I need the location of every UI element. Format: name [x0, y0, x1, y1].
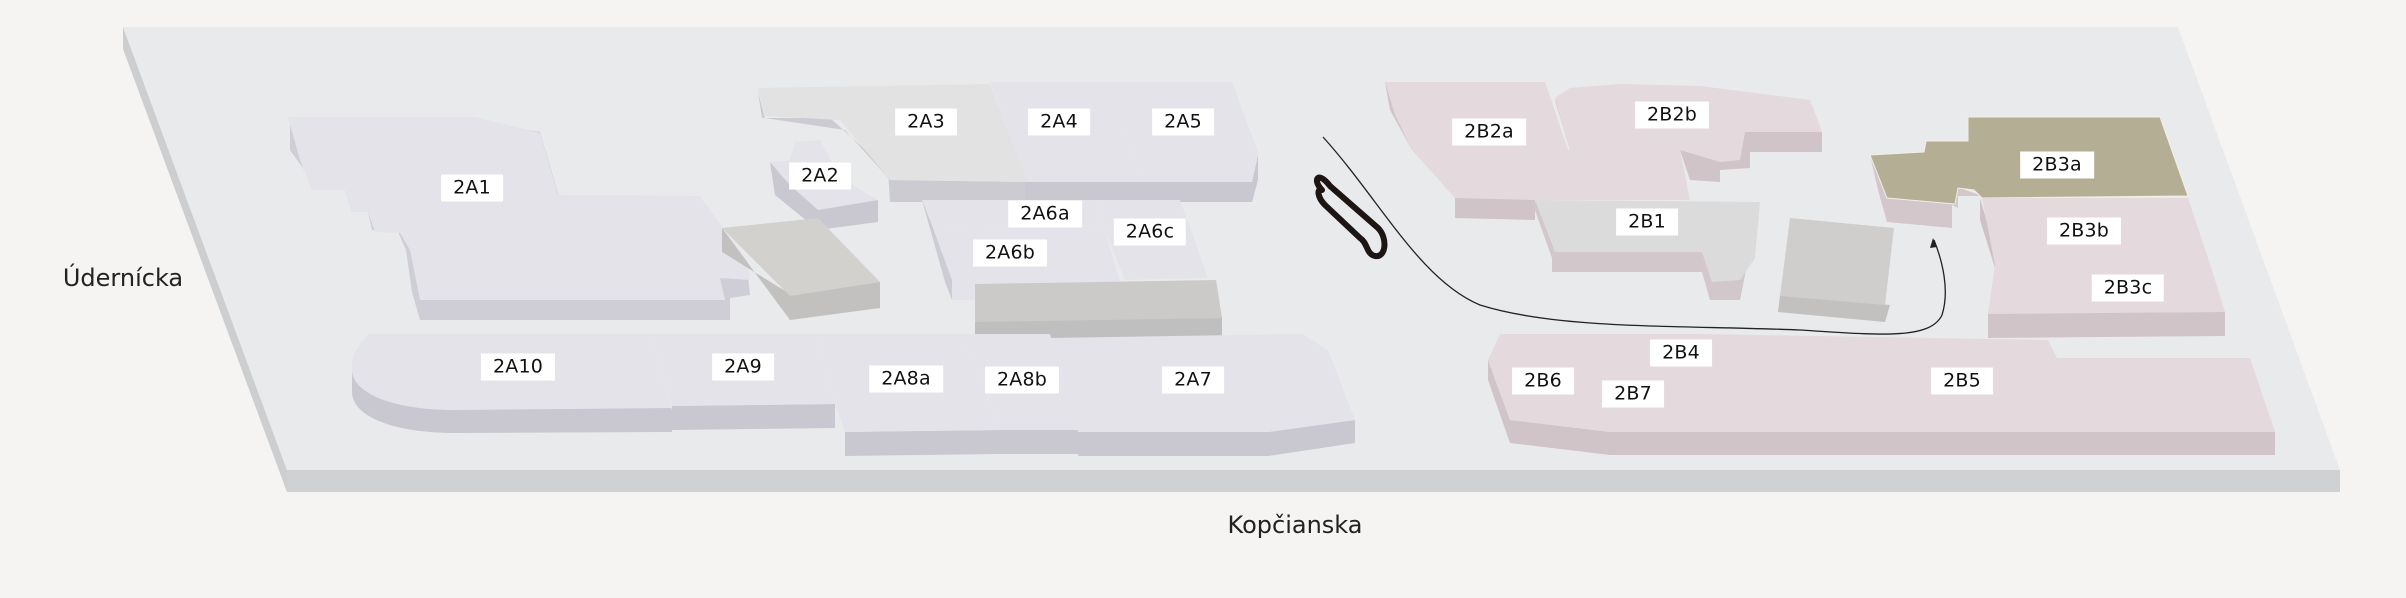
label-2A7[interactable]: 2A7 — [1162, 366, 1224, 394]
building-annex-east — [1778, 218, 1894, 322]
label-2A5[interactable]: 2A5 — [1152, 108, 1214, 136]
ramp-icon — [1313, 174, 1388, 260]
label-2B2a[interactable]: 2B2a — [1452, 118, 1526, 146]
label-2B7[interactable]: 2B7 — [1602, 380, 1664, 408]
building-annex-west — [722, 218, 880, 320]
building-2B2a[interactable] — [1385, 82, 1690, 220]
label-2B5[interactable]: 2B5 — [1931, 367, 1993, 395]
label-2B1[interactable]: 2B1 — [1616, 208, 1678, 236]
label-2A9[interactable]: 2A9 — [712, 353, 774, 381]
label-2B4[interactable]: 2B4 — [1650, 339, 1712, 367]
entrance-marker-icon — [1930, 238, 1937, 248]
label-2B3b[interactable]: 2B3b — [2046, 217, 2122, 245]
label-2A8a[interactable]: 2A8a — [869, 365, 943, 393]
label-2B3c[interactable]: 2B3c — [2091, 274, 2165, 302]
building-2A1[interactable] — [288, 117, 750, 320]
label-2B3a[interactable]: 2B3a — [2020, 151, 2094, 179]
label-2A1[interactable]: 2A1 — [441, 174, 503, 202]
label-2A6a[interactable]: 2A6a — [1008, 200, 1082, 228]
building-2A9[interactable] — [650, 334, 835, 430]
label-2A3[interactable]: 2A3 — [895, 108, 957, 136]
label-2B2b[interactable]: 2B2b — [1634, 101, 1710, 129]
route-path-icon — [1322, 136, 1946, 335]
label-2A6c[interactable]: 2A6c — [1113, 218, 1187, 246]
building-2B1[interactable] — [1532, 200, 1760, 300]
building-annex-2A6 — [975, 280, 1222, 338]
label-2A8b[interactable]: 2A8b — [984, 366, 1060, 394]
building-2A10[interactable] — [352, 334, 672, 433]
label-2A10[interactable]: 2A10 — [480, 353, 556, 381]
building-2A7[interactable] — [1050, 334, 1355, 456]
building-2A3[interactable] — [758, 84, 1028, 202]
label-2A2[interactable]: 2A2 — [789, 162, 851, 190]
label-2A4[interactable]: 2A4 — [1028, 108, 1090, 136]
label-2B6[interactable]: 2B6 — [1512, 367, 1574, 395]
label-2A6b[interactable]: 2A6b — [972, 239, 1048, 267]
street-label-kopcianska: Kopčianska — [1227, 511, 1363, 539]
street-label-udernicka: Údernícka — [62, 264, 184, 292]
